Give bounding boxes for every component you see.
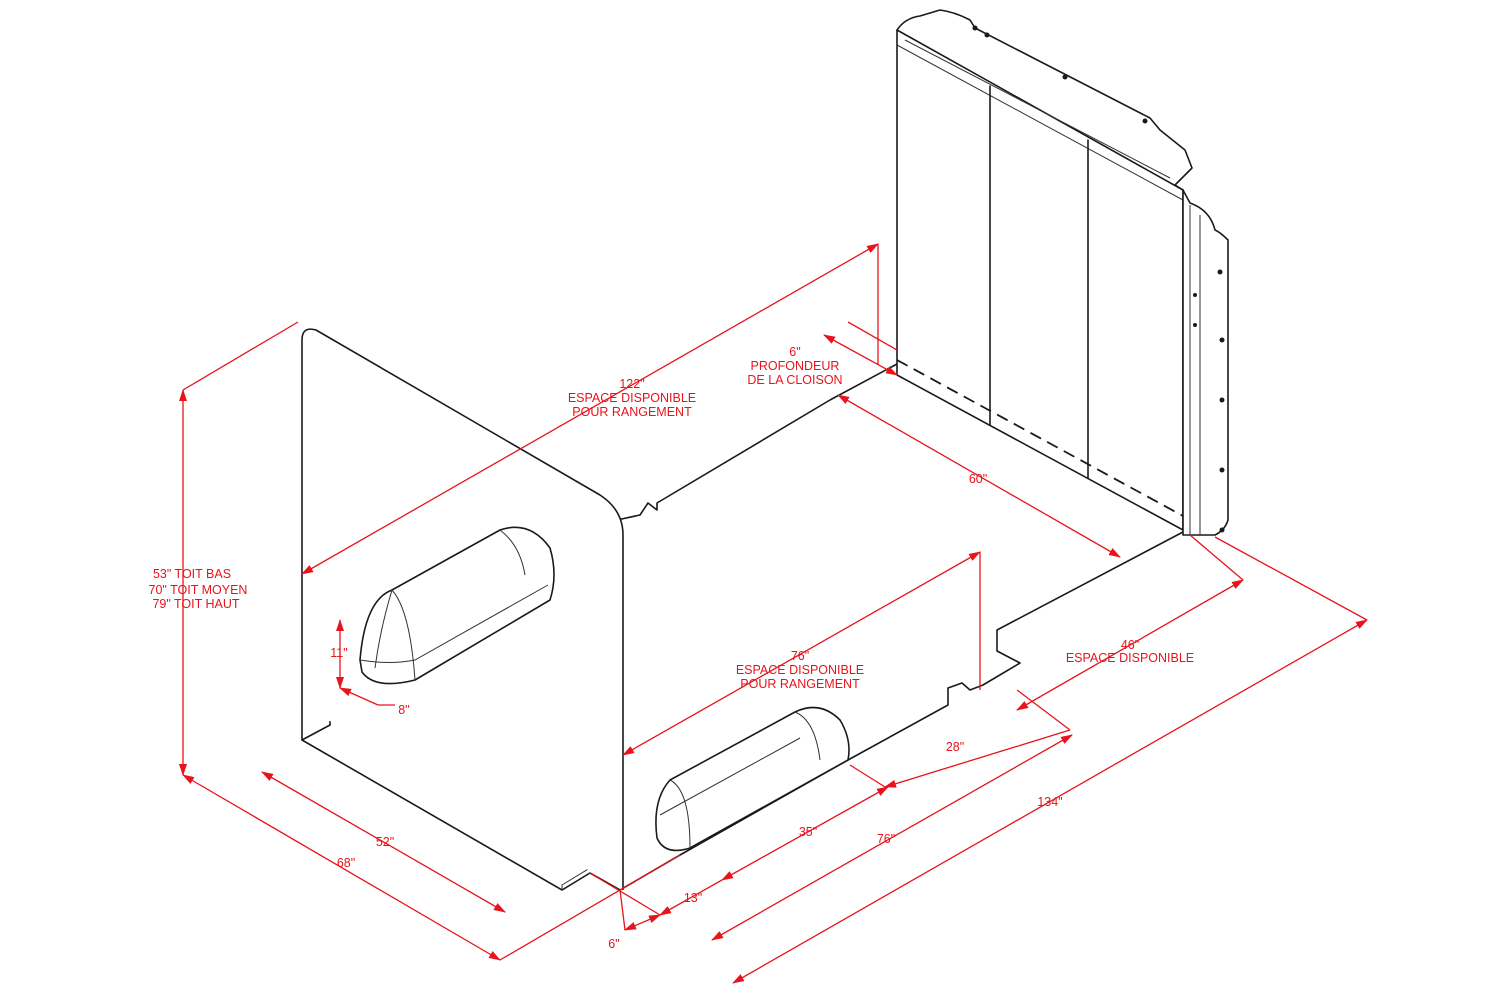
height-medium-roof: 70" TOIT MOYEN	[149, 583, 248, 597]
dimension-labels: 122" ESPACE DISPONIBLE POUR RANGEMENT 6"…	[149, 345, 1195, 951]
partition-wall	[896, 9, 1229, 536]
dim-76-storage-line2: POUR RANGEMENT	[740, 677, 860, 691]
wheel-well-depth-value: 8"	[398, 703, 409, 717]
dim-122-line2: POUR RANGEMENT	[572, 405, 692, 419]
dimension-lines	[179, 243, 1368, 984]
dim-52-value: 52"	[376, 835, 394, 849]
floor-far-edge	[616, 363, 898, 521]
dim-134-value: 134"	[1037, 795, 1062, 809]
wheel-well-height-value: 11"	[330, 646, 347, 660]
dim-76-bottom-value: 76"	[877, 832, 895, 846]
dim-28-value: 28"	[946, 740, 964, 754]
dim-13-value: 13"	[684, 891, 702, 905]
height-low-roof: 53" TOIT BAS	[153, 567, 231, 581]
partition-depth-value: 6"	[789, 345, 800, 359]
partition-depth-line1: PROFONDEUR	[751, 359, 840, 373]
dim-122-value: 122"	[619, 377, 644, 391]
dim-46-line1: ESPACE DISPONIBLE	[1066, 651, 1194, 665]
dim-122-line1: ESPACE DISPONIBLE	[568, 391, 696, 405]
partition-depth-line2: DE LA CLOISON	[747, 373, 842, 387]
dim-35-value: 35"	[799, 825, 817, 839]
dim-76-storage-line1: ESPACE DISPONIBLE	[736, 663, 864, 677]
dim-46-value: 46"	[1121, 638, 1139, 652]
dim-60-value: 60"	[969, 472, 987, 486]
dim-68-value: 68"	[337, 856, 355, 870]
dim-6-bottom-value: 6"	[608, 937, 619, 951]
rear-wheel-well	[655, 706, 850, 852]
van-outline	[301, 9, 1229, 891]
dim-76-storage-value: 76"	[791, 649, 809, 663]
height-high-roof: 79" TOIT HAUT	[152, 597, 239, 611]
